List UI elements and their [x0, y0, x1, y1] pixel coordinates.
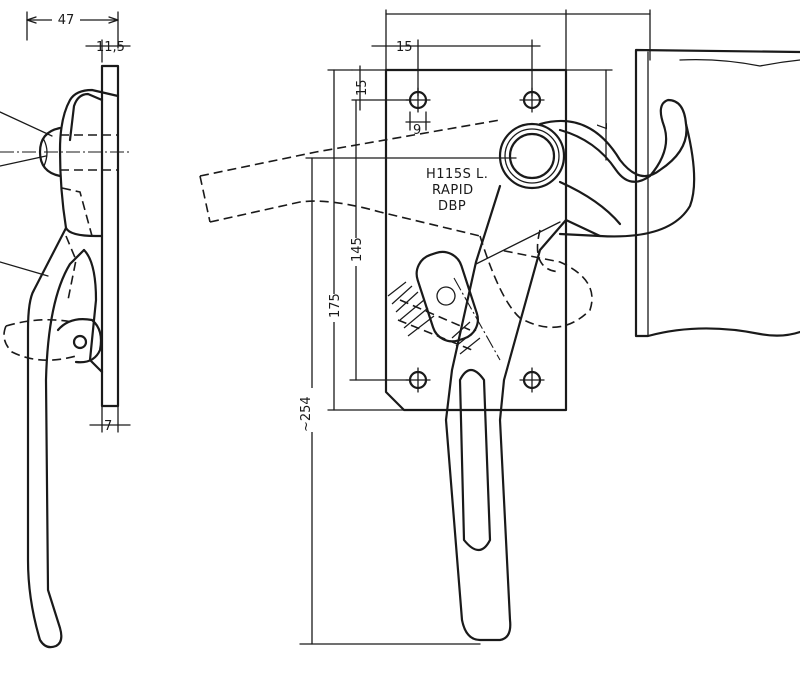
dim-47-label: 47: [58, 13, 75, 28]
lever-outline: [26, 226, 86, 649]
pivot-link: [56, 318, 103, 364]
leader-line: [0, 111, 53, 137]
cam-centerline: [453, 277, 501, 361]
marking-line3: DBP: [438, 199, 466, 214]
label-bg: [350, 238, 364, 266]
lever-link: [82, 248, 104, 374]
base-plate: [100, 64, 120, 408]
mounting-plate: [384, 68, 568, 412]
lever-grip-slot: [458, 368, 492, 552]
dim-7v-label: 7: [593, 122, 608, 130]
hook-outline: [538, 98, 688, 183]
open-lever-hidden: [209, 200, 481, 237]
hidden-curve: [536, 229, 561, 273]
dim-254-label: ~254: [299, 396, 314, 432]
cam-threads: [387, 281, 481, 355]
front-view: 15 9 15 7 145: [199, 9, 800, 645]
label-bg: [300, 388, 316, 432]
open-lever-end: [199, 175, 211, 223]
door-frame: [634, 48, 800, 338]
open-lever-hidden: [199, 119, 501, 177]
label-bg: [328, 294, 342, 322]
hook-pivot-outer: [498, 122, 566, 190]
dim-9-label: 9: [413, 123, 421, 138]
door-break-line: [679, 58, 800, 67]
hook-pivot-inner: [508, 132, 556, 180]
screw-hidden: [397, 299, 473, 351]
hook-pivot-ring: [504, 128, 560, 184]
label-bg: [52, 10, 80, 26]
marking-line2: RAPID: [432, 183, 474, 198]
dim-7-label: 7: [104, 419, 112, 434]
bracket-outline: [58, 88, 120, 238]
open-link-hidden: [479, 235, 593, 329]
hole-crosshairs: [405, 87, 545, 393]
hidden-edge: [65, 235, 77, 301]
cam-hole: [436, 286, 456, 306]
hidden-edge: [61, 187, 93, 237]
dim-145-label: 145: [350, 237, 365, 262]
dim-175-label: 175: [328, 293, 343, 318]
thread-hatching: [387, 281, 481, 355]
bracket-inner: [68, 92, 104, 142]
dim-arrows: [26, 16, 119, 24]
hook-arm: [558, 180, 622, 226]
eccentric-cam: [415, 250, 479, 343]
lever-body: [444, 184, 602, 642]
side-view: 47 11,5 7: [0, 10, 131, 649]
dim-11-5-label: 11,5: [96, 40, 125, 55]
hook-back: [558, 122, 696, 238]
lever-link-edge: [475, 221, 561, 265]
pivot-pin: [72, 334, 88, 350]
dim-15v-label: 15: [355, 79, 370, 96]
dim-15-label: 15: [396, 40, 413, 55]
lever-open-hidden: [3, 318, 77, 361]
leader-line: [0, 155, 47, 167]
marking-line1: H115S L.: [426, 167, 488, 182]
bolt-hidden: [60, 134, 118, 171]
leader-line: [0, 261, 49, 277]
cam-body: [415, 250, 479, 343]
bolt-detail: [43, 139, 48, 167]
